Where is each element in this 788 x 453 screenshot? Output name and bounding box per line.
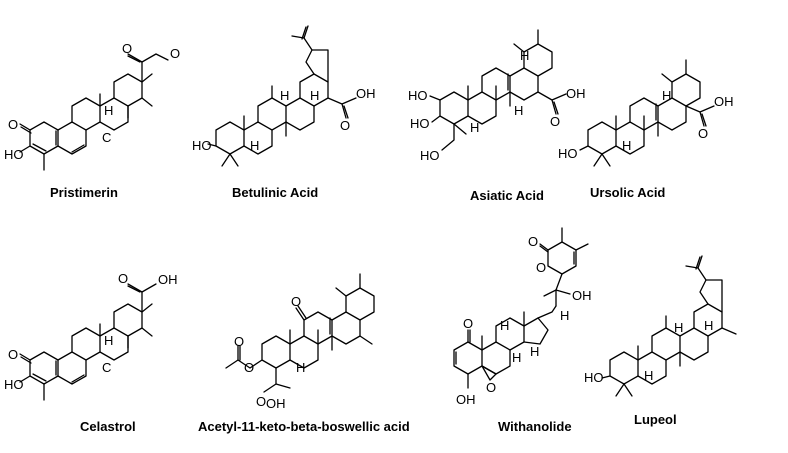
- atom-o: O: [234, 334, 244, 349]
- atom-o: O: [340, 118, 350, 133]
- atom-oh: OH: [572, 288, 592, 303]
- celastrol-structure: O HO O OH H C Celastrol: [4, 271, 178, 434]
- atom-h: H: [704, 318, 713, 333]
- atom-oh: OH: [566, 86, 586, 101]
- label-lupeol: Lupeol: [634, 412, 677, 427]
- atom-ho: HO: [410, 116, 430, 131]
- atom-h: H: [310, 88, 319, 103]
- atom-ho: HO: [4, 377, 24, 392]
- label-celastrol: Celastrol: [80, 419, 136, 434]
- label-betulinic-acid: Betulinic Acid: [232, 185, 318, 200]
- atom-o: O: [118, 271, 128, 286]
- atom-o: O: [122, 41, 132, 56]
- atom-ho: HO: [420, 148, 440, 163]
- atom-ho: HO: [584, 370, 604, 385]
- atom-o: O: [244, 360, 254, 375]
- atom-h: H: [104, 333, 113, 348]
- atom-h: H: [644, 368, 653, 383]
- atom-ho: HO: [558, 146, 578, 161]
- atom-h: H: [514, 103, 523, 118]
- pristimerin-structure: O HO O O H C Pristimerin: [4, 41, 180, 200]
- label-withanolide: Withanolide: [498, 419, 572, 434]
- atom-h: H: [104, 103, 113, 118]
- atom-oh: OH: [456, 392, 476, 407]
- atom-oh: OH: [266, 396, 286, 411]
- atom-o: O: [536, 260, 546, 275]
- atom-oh: OH: [714, 94, 734, 109]
- atom-o: O: [463, 316, 473, 331]
- atom-h: H: [500, 318, 509, 333]
- atom-o: O: [8, 347, 18, 362]
- atom-o: O: [256, 394, 266, 409]
- atom-h: H: [470, 120, 479, 135]
- atom-ho: HO: [4, 147, 24, 162]
- asiatic-acid-structure: OH O HO HO HO H H H Asiatic Acid: [408, 29, 586, 203]
- ursolic-acid-structure: OH O HO H H Ursolic Acid: [558, 59, 734, 200]
- withanolide-structure: O O OH H O O OH H H H Withanolide: [453, 227, 592, 434]
- label-asiatic-acid: Asiatic Acid: [470, 188, 544, 203]
- atom-h: H: [250, 138, 259, 153]
- atom-h: H: [520, 48, 529, 63]
- atom-oh: OH: [356, 86, 376, 101]
- label-akba: Acetyl-11-keto-beta-boswellic acid: [198, 419, 410, 434]
- atom-h: H: [560, 308, 569, 323]
- atom-o: O: [486, 380, 496, 395]
- atom-o: O: [550, 114, 560, 129]
- atom-h: H: [280, 88, 289, 103]
- atom-oh: OH: [158, 272, 178, 287]
- atom-h: H: [530, 344, 539, 359]
- atom-h: H: [674, 320, 683, 335]
- betulinic-acid-structure: O OH HO H H H Betulinic Acid: [192, 25, 376, 200]
- atom-h: H: [296, 360, 305, 375]
- atom-ho: HO: [192, 138, 212, 153]
- atom-c: C: [102, 360, 111, 375]
- lupeol-structure: HO H H H Lupeol: [584, 255, 737, 427]
- atom-o: O: [528, 234, 538, 249]
- label-pristimerin: Pristimerin: [50, 185, 118, 200]
- atom-o: O: [698, 126, 708, 141]
- atom-c: C: [102, 130, 111, 145]
- label-ursolic-acid: Ursolic Acid: [590, 185, 665, 200]
- atom-o: O: [291, 294, 301, 309]
- atom-h: H: [662, 88, 671, 103]
- atom-o: O: [170, 46, 180, 61]
- atom-ho: HO: [408, 88, 428, 103]
- atom-h: H: [622, 138, 631, 153]
- atom-o: O: [8, 117, 18, 132]
- atom-h: H: [512, 350, 521, 365]
- akba-structure: O O O O OH H Acetyl-11-keto-beta-boswell…: [198, 273, 410, 434]
